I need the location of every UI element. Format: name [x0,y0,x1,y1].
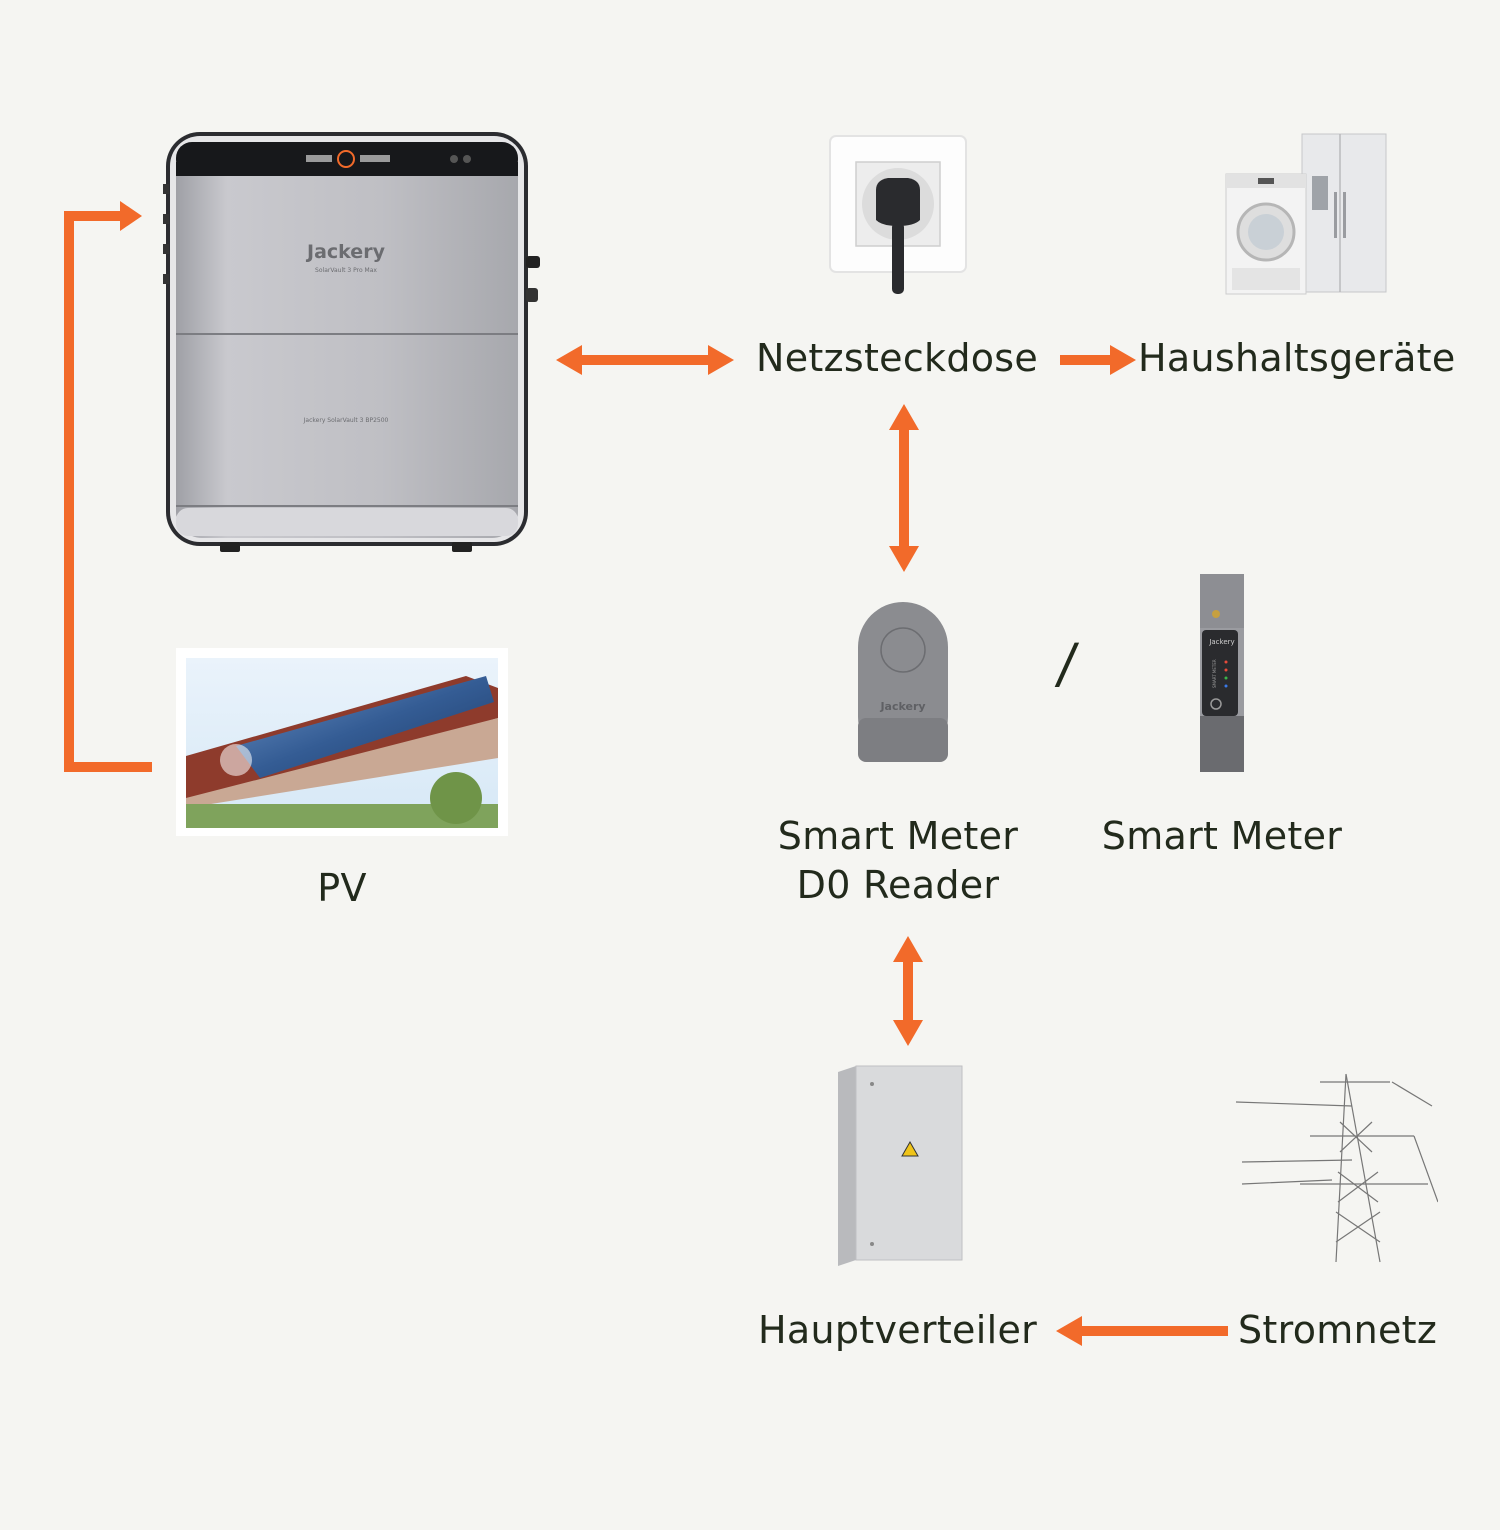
battery-brand: Jackery [305,241,386,263]
appliances-icon [1225,133,1387,295]
label-d0-reader: Smart Meter D0 Reader [777,814,1019,908]
arrow-d0-hauptverteiler [893,936,923,1046]
d0-brand: Jackery [879,700,925,713]
label-hauptverteiler: Hauptverteiler [758,1308,1038,1352]
arrow-netzsteckdose-d0 [889,404,919,572]
d0-reader-icon: Jackery [858,602,948,762]
arrow-netzsteckdose-haushalt [1060,345,1136,375]
label-haushaltsgeraete: Haushaltsgeräte [1138,336,1456,380]
label-smart-meter: Smart Meter [1101,814,1343,858]
battery-model: SolarVault 3 Pro Max [315,267,377,274]
arrow-battery-netzsteckdose [556,345,734,375]
sm-side-text: SMART METER [1212,659,1217,688]
battery-module-label: Jackery SolarVault 3 BP2500 [303,417,389,424]
battery-unit-icon: Jackery SolarVault 3 Pro Max Jackery Sol… [163,132,540,552]
label-stromnetz: Stromnetz [1238,1308,1438,1352]
power-pylon-icon [1235,1073,1438,1263]
arrow-stromnetz-hauptverteiler [1056,1316,1228,1346]
arrow-pv-to-battery [64,201,152,772]
label-pv: PV [317,866,367,910]
wall-socket-icon [829,135,967,294]
smart-meter-icon: Jackery SMART METER [1200,574,1244,772]
distribution-cabinet-icon [838,1065,963,1266]
solar-roof-icon [176,648,508,836]
label-netzsteckdose: Netzsteckdose [756,336,1039,380]
sm-brand: Jackery [1208,638,1234,646]
